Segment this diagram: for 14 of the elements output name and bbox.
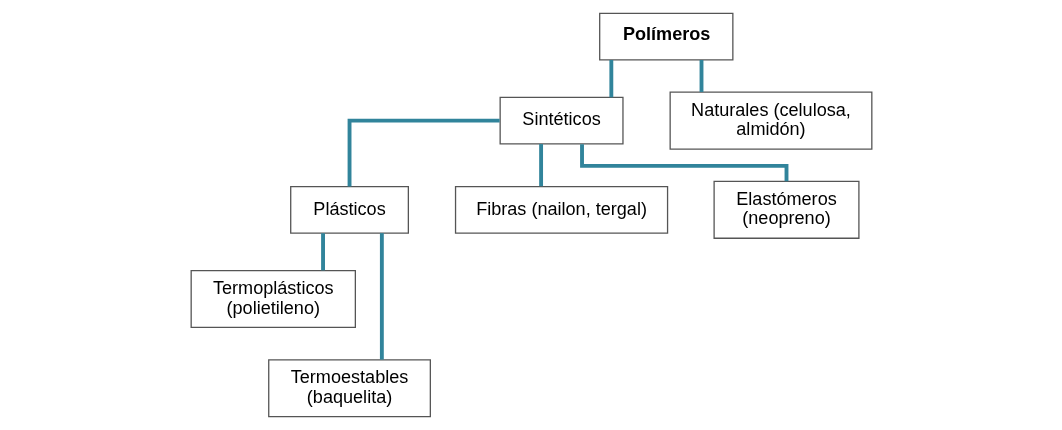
connector [538, 144, 543, 187]
node-box: Naturales (celulosa, almidón) [669, 91, 872, 150]
node-box: Termoplásticos (polietileno) [190, 269, 356, 329]
node-box: Termoestables (baquelita) [267, 359, 431, 418]
connector [347, 118, 500, 187]
node-box: Fibras (nailon, tergal) [454, 185, 668, 234]
node-box: Sintéticos [499, 96, 624, 145]
connector [379, 233, 384, 360]
connector [699, 60, 703, 92]
node-box: Elastómeros (neopreno) [712, 180, 860, 239]
node-box: Plásticos [289, 185, 409, 234]
connector [608, 60, 613, 98]
connector [320, 233, 325, 271]
node-box: Polímeros [598, 12, 733, 61]
